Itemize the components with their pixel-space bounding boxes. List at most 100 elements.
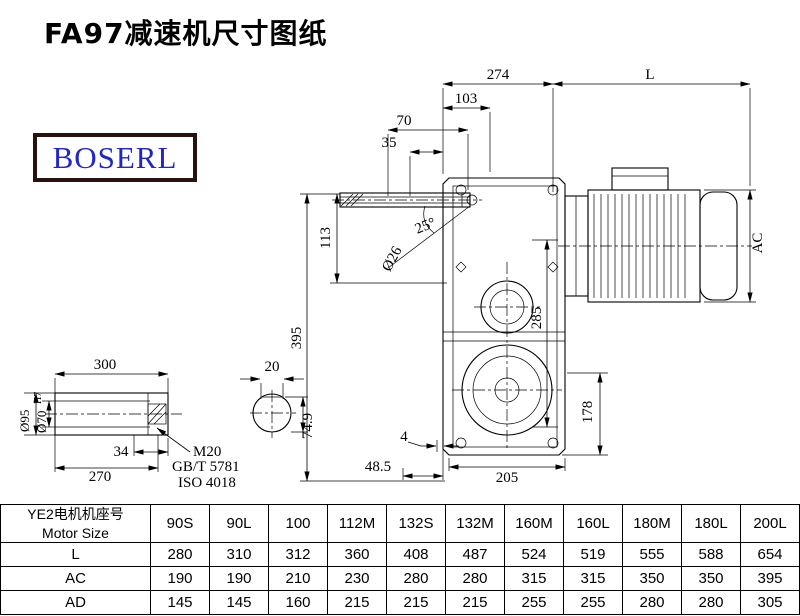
col-header: 90L	[209, 504, 269, 543]
dim-48-5: 48.5	[365, 459, 391, 475]
col-header: 200L	[740, 504, 800, 543]
col-header: 180L	[681, 504, 741, 543]
dim-L: L	[645, 67, 654, 83]
centerlines	[45, 199, 752, 448]
housing-inner-wall	[452, 185, 558, 448]
dim-395: 395	[289, 327, 305, 350]
dim-178: 178	[580, 401, 596, 424]
bolt-marker	[547, 261, 559, 273]
dim-20: 20	[265, 359, 280, 375]
dim-AC: AC	[750, 233, 766, 254]
dim-274: 274	[487, 67, 510, 83]
housing-outline	[442, 177, 566, 456]
bolt-hole	[547, 437, 559, 449]
keyway-section-detail	[252, 393, 292, 433]
value-cell: 255	[563, 590, 623, 615]
dim-205: 205	[496, 470, 519, 486]
value-cell: 280	[445, 566, 505, 591]
shaft-sleeve-outline	[54, 392, 169, 436]
dimension-labels: 274 L 103 70 35 25° Ø26 395 113 285 AC 1…	[17, 67, 766, 491]
value-cell: 654	[740, 542, 800, 567]
label-gbt-5781: GB/T 5781	[172, 459, 240, 475]
bolt-hole	[455, 437, 467, 449]
col-header: 132M	[445, 504, 505, 543]
row-label: AC	[0, 566, 151, 591]
boserl-logo: BOSERL	[33, 133, 197, 182]
dim-dia95: Ø95	[17, 410, 32, 432]
col-header: 160M	[504, 504, 564, 543]
table-row-L: L 280 310 312 360 408 487 524 519 555 58…	[0, 542, 800, 567]
col-header: 180M	[622, 504, 682, 543]
bolt-hole	[455, 184, 467, 196]
value-cell: 315	[563, 566, 623, 591]
motor-size-label-cn: YE2电机机座号	[27, 506, 124, 523]
motor-size-table: YE2电机机座号 Motor Size 90S 90L 100 112M 132…	[0, 504, 800, 615]
value-cell: 395	[740, 566, 800, 591]
dim-270: 270	[89, 469, 112, 485]
table-row-AD: AD 145 145 160 215 215 215 255 255 280 2…	[0, 590, 800, 615]
motor-size-label-en: Motor Size	[42, 524, 109, 541]
value-cell: 315	[504, 566, 564, 591]
value-cell: 519	[563, 542, 623, 567]
value-cell: 210	[268, 566, 328, 591]
value-cell: 350	[681, 566, 741, 591]
thread-pocket	[147, 403, 167, 425]
value-cell: 555	[622, 542, 682, 567]
input-shaft	[339, 192, 478, 269]
table-row-AC: AC 190 190 210 230 280 280 315 315 350 3…	[0, 566, 800, 591]
boserl-logo-text: BOSERL	[52, 139, 178, 175]
motor	[564, 167, 738, 303]
value-cell: 310	[209, 542, 269, 567]
dim-285: 285	[529, 307, 545, 330]
dimension-lines	[33, 81, 753, 482]
value-cell: 190	[150, 566, 210, 591]
value-cell: 350	[622, 566, 682, 591]
dim-70: 70	[397, 113, 412, 129]
bore-section-circle	[252, 393, 292, 433]
value-cell: 160	[268, 590, 328, 615]
value-cell: 280	[622, 590, 682, 615]
value-cell: 280	[386, 566, 446, 591]
value-cell: 305	[740, 590, 800, 615]
value-cell: 312	[268, 542, 328, 567]
dim-74-9: 74.9	[300, 413, 316, 439]
value-cell: 230	[327, 566, 387, 591]
page-title: FA97减速机尺寸图纸	[44, 17, 328, 50]
row-label: L	[0, 542, 151, 567]
value-cell: 215	[445, 590, 505, 615]
col-header: 160L	[563, 504, 623, 543]
label-iso-4018: ISO 4018	[178, 475, 236, 491]
dim-35: 35	[382, 135, 397, 151]
motor-terminal-box	[611, 167, 669, 191]
row-label: AD	[0, 590, 151, 615]
value-cell: 280	[150, 542, 210, 567]
value-cell: 360	[327, 542, 387, 567]
value-cell: 215	[386, 590, 446, 615]
bolt-marker	[455, 261, 467, 273]
col-header: 100	[268, 504, 328, 543]
table-header-row: YE2电机机座号 Motor Size 90S 90L 100 112M 132…	[0, 504, 800, 543]
dim-dia26: Ø26	[379, 244, 405, 275]
col-header: 132S	[386, 504, 446, 543]
value-cell: 215	[327, 590, 387, 615]
angle-arc	[423, 205, 435, 234]
value-cell: 280	[681, 590, 741, 615]
value-cell: 588	[681, 542, 741, 567]
angle-leader-line	[387, 205, 471, 269]
dim-25deg: 25°	[413, 215, 438, 238]
value-cell: 408	[386, 542, 446, 567]
dim-300: 300	[94, 357, 117, 373]
m20-leader	[156, 427, 191, 453]
dim-4: 4	[400, 429, 408, 445]
value-cell: 190	[209, 566, 269, 591]
value-cell: 524	[504, 542, 564, 567]
dim-34: 34	[114, 444, 130, 460]
label-m20: M20	[193, 444, 221, 460]
value-cell: 255	[504, 590, 564, 615]
gearbox-dimension-drawing: 274 L 103 70 35 25° Ø26 395 113 285 AC 1…	[17, 67, 766, 491]
header-cell-motor-size: YE2电机机座号 Motor Size	[0, 504, 151, 543]
col-header: 90S	[150, 504, 210, 543]
value-cell: 487	[445, 542, 505, 567]
hollow-shaft-detail	[54, 392, 169, 436]
